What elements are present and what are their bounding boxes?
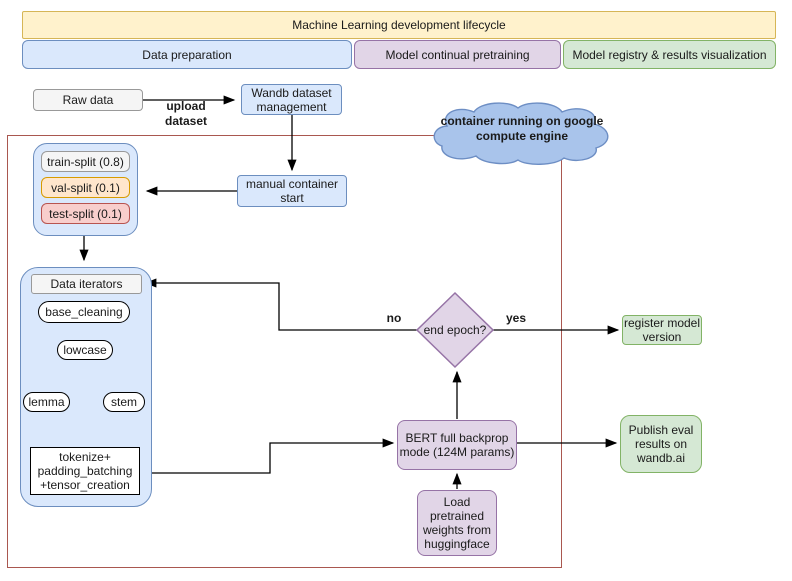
phase-label: Model registry & results visualization bbox=[572, 47, 767, 62]
train-split-node: train-split (0.8) bbox=[41, 151, 130, 172]
phase-label: Data preparation bbox=[142, 47, 232, 62]
phase-model-registry: Model registry & results visualization bbox=[563, 40, 776, 69]
phase-label: Model continual pretraining bbox=[385, 47, 530, 62]
publish-eval-node: Publish eval results on wandb.ai bbox=[620, 415, 702, 473]
data-iterators-node: Data iterators bbox=[31, 274, 142, 294]
cloud-label: container running on google compute engi… bbox=[440, 114, 604, 143]
lowcase-node: lowcase bbox=[57, 340, 113, 360]
end-epoch-diamond bbox=[415, 291, 495, 369]
val-split-node: val-split (0.1) bbox=[41, 177, 130, 198]
end-epoch-label: end epoch? bbox=[423, 323, 487, 337]
tokenize-node: tokenize+ padding_batching +tensor_creat… bbox=[30, 447, 140, 495]
lifecycle-title: Machine Learning development lifecycle bbox=[292, 18, 506, 32]
edge-tokenize-to-bert bbox=[140, 438, 395, 474]
manual-container-start-node: manual container start bbox=[237, 175, 347, 207]
wandb-dataset-management-node: Wandb dataset management bbox=[241, 84, 342, 115]
edge-no-to-iterators bbox=[144, 278, 417, 331]
no-edge-label: no bbox=[386, 311, 402, 325]
stem-node: stem bbox=[103, 392, 145, 412]
phase-model-pretraining: Model continual pretraining bbox=[354, 40, 561, 69]
pipeline-container-frame bbox=[7, 135, 562, 568]
phase-data-preparation: Data preparation bbox=[22, 40, 352, 69]
raw-data-node: Raw data bbox=[33, 89, 143, 111]
raw-data-label: Raw data bbox=[62, 93, 114, 107]
bert-backprop-node: BERT full backprop mode (124M params) bbox=[397, 420, 517, 470]
lifecycle-title-bar: Machine Learning development lifecycle bbox=[22, 11, 776, 39]
upload-dataset-edge-label: upload dataset bbox=[164, 99, 208, 128]
cloud-shape bbox=[433, 102, 609, 165]
lemma-node: lemma bbox=[23, 392, 70, 412]
load-pretrained-weights-node: Load pretrained weights from huggingface bbox=[417, 490, 497, 556]
yes-edge-label: yes bbox=[505, 311, 527, 325]
register-model-version-node: register model version bbox=[622, 315, 702, 345]
base-cleaning-node: base_cleaning bbox=[38, 301, 130, 323]
test-split-node: test-split (0.1) bbox=[41, 203, 130, 224]
